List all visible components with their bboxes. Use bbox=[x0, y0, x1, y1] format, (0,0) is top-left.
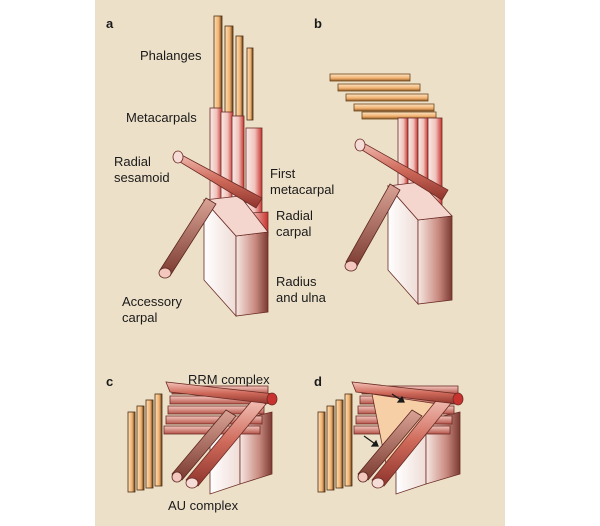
label-radius-ulna-1: Radius bbox=[276, 274, 317, 289]
phalanx bbox=[335, 399, 344, 489]
rrm-top-rod bbox=[165, 381, 278, 406]
radial-sesamoid bbox=[354, 138, 449, 201]
label-phalanges: Phalanges bbox=[140, 48, 202, 63]
label-accessory-carpal-2: carpal bbox=[122, 310, 158, 325]
label-first-metacarpal-2: metacarpal bbox=[270, 182, 334, 197]
panel-letter-d: d bbox=[314, 374, 322, 389]
label-accessory-carpal-1: Accessory bbox=[122, 294, 182, 309]
radius-ulna-top bbox=[203, 195, 269, 237]
label-radial-sesamoid-1: Radial bbox=[114, 154, 151, 169]
phalanx bbox=[127, 411, 136, 493]
panel-c: c RRM comp bbox=[106, 372, 278, 513]
phalanx bbox=[154, 393, 163, 487]
panel-letter-b: b bbox=[314, 16, 322, 31]
radius-ulna-side bbox=[235, 231, 269, 317]
label-first-metacarpal-1: First bbox=[270, 166, 296, 181]
crossing-rods-d bbox=[357, 395, 453, 489]
label-radial-sesamoid-2: sesamoid bbox=[114, 170, 170, 185]
phalanx bbox=[224, 25, 234, 115]
phalanx bbox=[326, 405, 335, 491]
phalanx bbox=[317, 411, 326, 493]
phalanx bbox=[329, 73, 411, 82]
phalanx bbox=[353, 103, 435, 112]
phalanges-group bbox=[213, 15, 254, 121]
arrow-icon bbox=[363, 393, 405, 447]
accessory-carpal bbox=[158, 197, 217, 279]
label-radial-carpal-2: carpal bbox=[276, 224, 312, 239]
panel-b: b bbox=[314, 16, 453, 306]
panel-a: a Phalange bbox=[106, 15, 334, 325]
label-metacarpals: Metacarpals bbox=[126, 110, 197, 125]
phalanx bbox=[136, 405, 145, 491]
accessory-carpal bbox=[344, 183, 401, 272]
panel-letter-c: c bbox=[106, 374, 113, 389]
phalanges-group-c bbox=[127, 393, 163, 493]
phalanx bbox=[344, 393, 353, 487]
au-complex bbox=[171, 397, 267, 489]
label-au-complex: AU complex bbox=[168, 498, 239, 513]
phalanx bbox=[337, 83, 421, 92]
phalanges-group-d bbox=[317, 393, 353, 493]
label-rrm-complex: RRM complex bbox=[188, 372, 270, 387]
phalanx bbox=[246, 47, 254, 121]
phalanges-horizontal bbox=[329, 73, 437, 120]
top-rod-d bbox=[351, 381, 464, 406]
radius-ulna-top bbox=[387, 181, 453, 221]
phalanx bbox=[235, 35, 244, 117]
phalanx bbox=[213, 15, 223, 113]
radial-sesamoid bbox=[172, 150, 263, 209]
radius-ulna-side bbox=[417, 215, 453, 305]
panel-d: d bbox=[314, 374, 464, 495]
label-radius-ulna-2: and ulna bbox=[276, 290, 327, 305]
panel-letter-a: a bbox=[106, 16, 114, 31]
phalanx bbox=[345, 93, 429, 102]
phalanx bbox=[145, 399, 154, 489]
label-radial-carpal-1: Radial bbox=[276, 208, 313, 223]
